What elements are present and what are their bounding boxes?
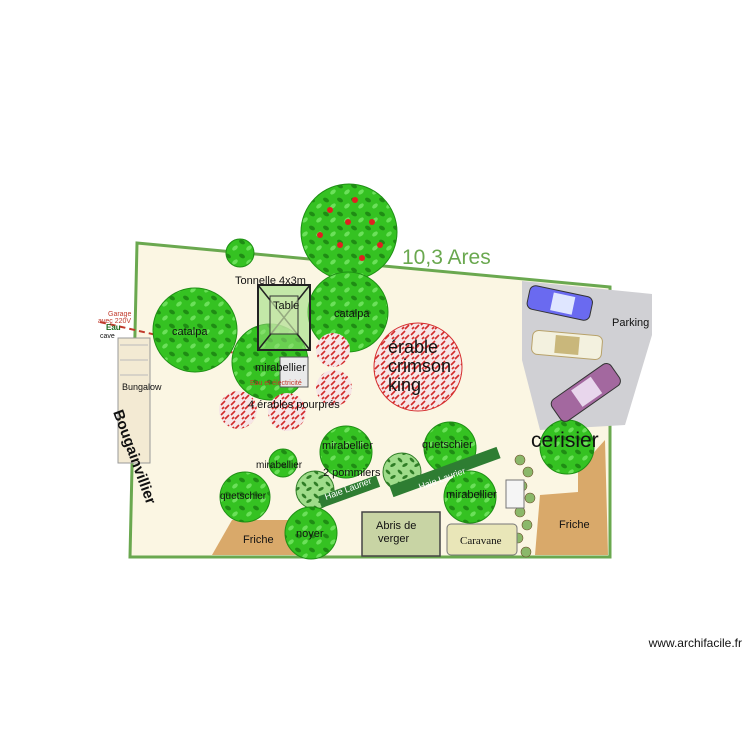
noyer-tree (284, 506, 338, 560)
mirabellier-right-tree (443, 470, 497, 524)
eau-electricite-box (279, 356, 309, 388)
bungalow-label: Bungalow (122, 382, 162, 392)
mirabellier-mid-label: mirabellier (322, 440, 373, 452)
car-purple (550, 362, 621, 422)
catalpa-right-label: catalpa (334, 308, 370, 320)
erables-pourpres (219, 333, 352, 431)
table-label: Table (273, 300, 299, 312)
area-label: 10,3 Ares (402, 246, 491, 269)
catalpa-left-tree (152, 287, 238, 373)
quetschier-top-label: quetschier (422, 439, 473, 451)
quetschier-left-tree (219, 471, 271, 523)
friche-right-label: Friche (559, 519, 590, 531)
apple-tree-large (300, 183, 398, 281)
parking-label: Parking (612, 317, 649, 329)
mirabellier-right-label: mirabellier (446, 489, 497, 501)
friche-left-area (212, 520, 300, 555)
noyer-label: noyer (296, 528, 324, 540)
erable-label-2: crimson (388, 356, 451, 376)
mirabellier-center-label: mirabellier (255, 362, 306, 374)
abris-verger-building (361, 511, 441, 557)
table-rect (269, 295, 299, 335)
mirabellier-small-label: mirabellier (256, 460, 303, 471)
haie-laurier-1 (317, 475, 381, 508)
erable-label-1: érable (388, 337, 438, 357)
caravane-label: Caravane (460, 535, 502, 547)
catalpa-left-label: catalpa (172, 326, 208, 338)
tonnelle-label: Tonnelle 4x3m (235, 275, 306, 287)
small-shed-right (505, 479, 525, 509)
erables-pourpres-label: 4 érables pourprés (248, 399, 340, 411)
pommiers-label: 2 pommiers (323, 467, 381, 479)
friche-right-area (535, 440, 608, 555)
bungalow-building (117, 337, 151, 464)
car-white (531, 329, 603, 361)
apple-fruits (317, 197, 383, 261)
mirabellier-small-tree (268, 448, 298, 478)
abris-label-1: Abris de (376, 520, 416, 532)
eau-label: Eau (106, 323, 121, 332)
cerisier-label: cerisier (531, 429, 599, 452)
mirabellier-mid-tree (319, 425, 373, 479)
small-tree-top (225, 238, 255, 268)
haie-laurier-2 (389, 446, 501, 498)
quetschier-left-label: quetschier (220, 491, 267, 502)
garage-label: Garage (108, 311, 131, 318)
watermark[interactable]: www.archifacile.fr (648, 636, 742, 650)
car-blue (526, 285, 593, 321)
cave-label: cave (100, 333, 115, 340)
erable-label-3: king (388, 375, 421, 395)
caravane-vehicle (446, 523, 518, 556)
garage-sub-label: avec 220V (98, 318, 131, 325)
bungalow-hatch (120, 344, 148, 376)
eau-electricite-label: Eau et électricité (250, 380, 302, 387)
abris-label-2: verger (378, 533, 410, 545)
friche-left-label: Friche (243, 534, 274, 546)
erable-crimson-king-tree (373, 322, 463, 412)
